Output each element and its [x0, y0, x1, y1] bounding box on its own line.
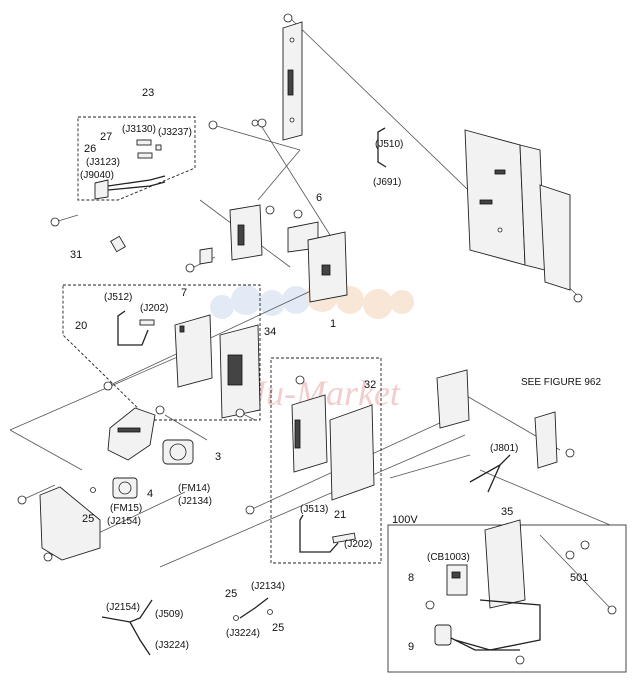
cable-j510 [377, 127, 387, 168]
part-34-board [219, 324, 261, 419]
callout-labels: 23 (J3130) (J3237) 27 26 (J3123) (J9040)… [70, 87, 601, 653]
label-3: 3 [215, 451, 221, 463]
label-j513: (J513) [300, 504, 328, 515]
label-j9040: (J9040) [80, 170, 114, 181]
label-j691: (J691) [373, 177, 401, 188]
label-100v: 100V [392, 514, 418, 526]
label-25a: 25 [82, 513, 94, 525]
label-26: 26 [84, 143, 96, 155]
group-box-1 [270, 357, 382, 564]
part-1-boards [291, 394, 375, 501]
label-j3123: (J3123) [86, 157, 120, 168]
cable-21 [299, 514, 339, 553]
label-j2134a: (J2134) [178, 496, 212, 507]
right-board [436, 369, 470, 429]
see-figure-board [534, 411, 558, 469]
label-501: 501 [570, 572, 588, 584]
label-20: 20 [75, 320, 87, 332]
label-23: 23 [142, 87, 154, 99]
harness-23 [94, 139, 166, 200]
label-35: 35 [501, 506, 513, 518]
label-j3130: (J3130) [122, 124, 156, 135]
group-box-34 [62, 284, 261, 421]
group-box-23 [77, 116, 196, 201]
center-bracket [199, 204, 263, 265]
label-j510: (J510) [375, 139, 403, 150]
label-fm14: (FM14) [178, 483, 210, 494]
connector-j202a [139, 319, 155, 326]
label-25b: 25 [225, 588, 237, 600]
label-j202a: (J202) [140, 303, 168, 314]
label-j2134b: (J2134) [251, 581, 285, 592]
fan-4 [112, 477, 138, 499]
label-8: 8 [408, 572, 414, 584]
power-module [434, 519, 541, 651]
cable-j2134 [239, 597, 269, 619]
label-32: 32 [364, 379, 376, 391]
cable-20 [117, 310, 149, 346]
label-21: 21 [334, 509, 346, 521]
label-9: 9 [408, 641, 414, 653]
label-27: 27 [100, 131, 112, 143]
top-bracket [282, 21, 303, 141]
fan-housing [107, 407, 156, 461]
label-34: 34 [264, 326, 276, 338]
part-7-board [174, 314, 213, 388]
label-j3237: (J3237) [158, 127, 192, 138]
label-j3224a: (J3224) [226, 628, 260, 639]
label-1: 1 [330, 318, 336, 330]
watermark-logo: Ju-Market [210, 280, 414, 413]
label-j2154b: (J2154) [106, 602, 140, 613]
label-j2154a: (J2154) [107, 516, 141, 527]
label-j801: (J801) [490, 443, 518, 454]
fan-3 [162, 439, 194, 465]
label-j509: (J509) [155, 609, 183, 620]
label-cb1003: (CB1003) [427, 552, 470, 563]
label-j202b: (J202) [344, 539, 372, 550]
label-j3224b: (J3224) [155, 640, 189, 651]
connector-j202b [332, 532, 356, 544]
label-31: 31 [70, 249, 82, 261]
screws [17, 13, 617, 665]
right-chassis [464, 129, 571, 291]
lower-left-bracket [39, 486, 101, 561]
main-board [307, 231, 348, 303]
label-6: 6 [316, 192, 322, 204]
part-31 [110, 235, 126, 253]
cable-j2154 [101, 599, 153, 656]
label-see-figure: SEE FIGURE 962 [521, 377, 601, 388]
label-fm15: (FM15) [110, 503, 142, 514]
label-7: 7 [181, 287, 187, 299]
label-25c: 25 [272, 622, 284, 634]
label-4: 4 [147, 488, 153, 500]
cable-35 [469, 454, 511, 493]
label-j512: (J512) [104, 292, 132, 303]
